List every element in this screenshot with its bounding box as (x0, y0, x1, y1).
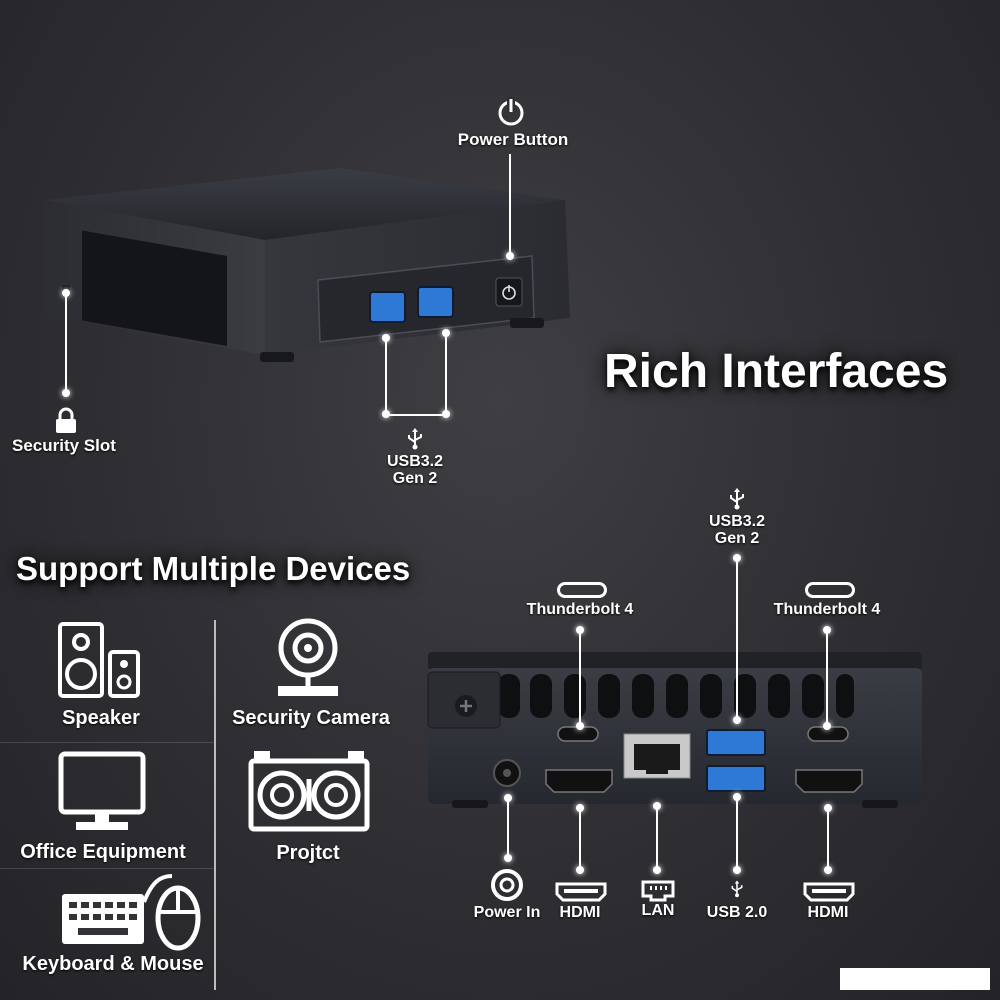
white-strip (840, 968, 990, 990)
speaker-icon (58, 622, 140, 698)
rear-usb20-port (706, 765, 766, 792)
thunderbolt-connector-icon (557, 582, 607, 598)
device-label-keyboard-mouse: Keyboard & Mouse (22, 953, 204, 975)
usb20-label: USB 2.0 (706, 904, 768, 921)
hdmi-icon (555, 882, 607, 902)
front-usb-port-1 (369, 291, 406, 323)
keyboard-mouse-icon (62, 874, 201, 951)
power-in-icon (491, 869, 523, 901)
lock-icon (56, 407, 76, 433)
usb-icon (408, 428, 422, 450)
device-label-security-camera: Security Camera (232, 707, 390, 729)
power-button-label: Power Button (457, 130, 569, 149)
power-icon (498, 97, 524, 126)
front-usb-label-line1: USB3.2 (386, 453, 444, 470)
security-camera-icon (278, 618, 338, 696)
monitor-icon (58, 751, 146, 830)
security-slot-label: Security Slot (12, 436, 116, 455)
device-label-office-equipment: Office Equipment (20, 841, 186, 863)
front-usb-label-line2: Gen 2 (392, 470, 438, 487)
hdmi-right-label: HDMI (807, 904, 849, 921)
rich-interfaces-heading: Rich Interfaces (604, 345, 949, 398)
hdmi-left-label: HDMI (559, 904, 601, 921)
power-in-label: Power In (473, 904, 541, 921)
support-devices-heading: Support Multiple Devices (16, 550, 411, 587)
hdmi-icon (803, 882, 855, 902)
usb-icon (730, 488, 744, 510)
thunderbolt-right-label: Thunderbolt 4 (773, 601, 881, 618)
ethernet-icon (641, 880, 675, 902)
rear-usb32-port (706, 729, 766, 756)
front-usb-port-2 (417, 286, 454, 318)
lan-label: LAN (641, 902, 675, 919)
device-label-speaker: Speaker (62, 707, 140, 729)
thunderbolt-left-label: Thunderbolt 4 (526, 601, 634, 618)
device-label-projector: Projtct (276, 842, 340, 864)
usb-icon (731, 880, 743, 898)
thunderbolt-connector-icon (805, 582, 855, 598)
rear-usb32-label-line2: Gen 2 (714, 530, 760, 547)
projector-icon (248, 751, 370, 832)
device-grid-divider (214, 620, 216, 990)
rear-usb32-label-line1: USB3.2 (708, 513, 766, 530)
